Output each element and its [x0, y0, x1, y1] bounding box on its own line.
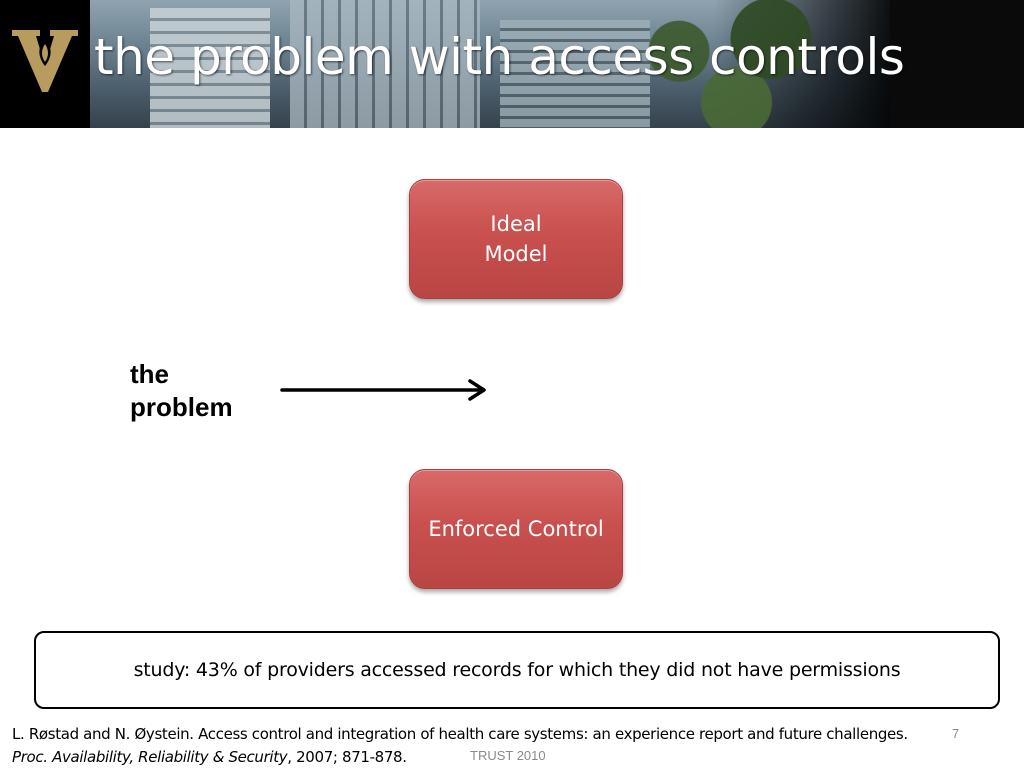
ideal-model-label: Ideal Model [484, 212, 548, 266]
study-text: study: 43% of providers accessed records… [133, 659, 901, 681]
header-banner: the problem with access controls [0, 0, 1024, 128]
trees-image [610, 0, 840, 128]
citation-line-2: Proc. Availability, Reliability & Securi… [12, 746, 1017, 768]
citation: L. Røstad and N. Øystein. Access control… [12, 723, 1017, 768]
building-image [150, 8, 270, 128]
right-arrow-icon [280, 379, 486, 401]
logo [0, 0, 90, 128]
enforced-control-node: Enforced Control [409, 469, 623, 589]
study-callout: study: 43% of providers accessed records… [34, 631, 1000, 709]
slide-number: 7 [952, 726, 960, 741]
enforced-control-label: Enforced Control [428, 517, 604, 541]
banner-photo [90, 0, 890, 128]
vanderbilt-oak-leaf-v-icon [12, 30, 78, 92]
problem-label: the problem [130, 359, 233, 422]
citation-line-1: L. Røstad and N. Øystein. Access control… [12, 725, 908, 743]
footer-tag: TRUST 2010 [470, 748, 546, 763]
ideal-model-node: Ideal Model [409, 179, 623, 299]
building-image [290, 0, 480, 128]
citation-details: , 2007; 871-878. [287, 748, 407, 766]
citation-venue: Proc. Availability, Reliability & Securi… [12, 748, 288, 766]
slide-title: the problem with access controls [94, 28, 905, 86]
